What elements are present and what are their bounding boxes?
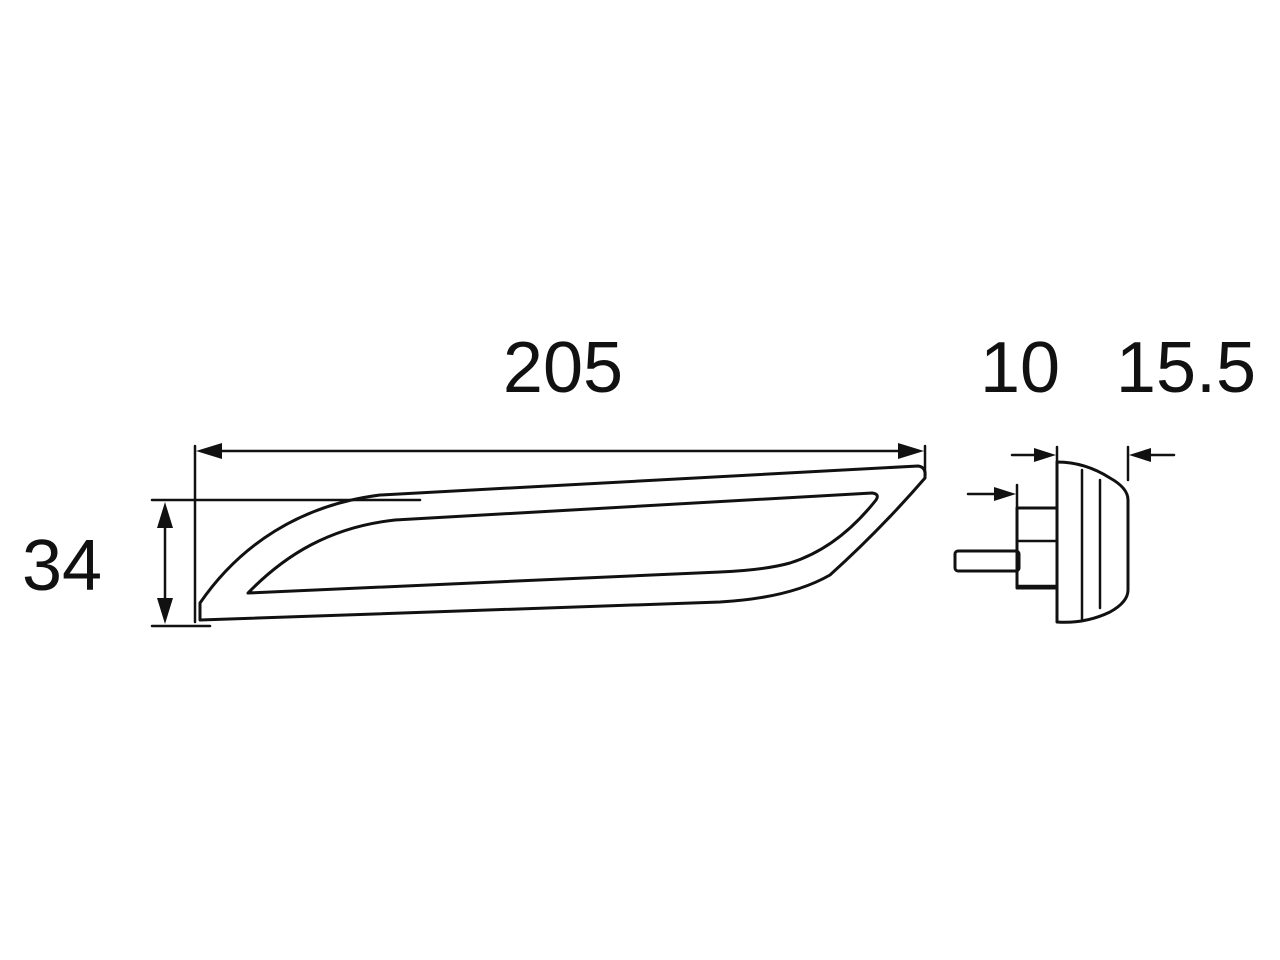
arrow-right-icon: [1034, 448, 1056, 462]
arrow-down-icon: [157, 598, 173, 624]
arrow-right-icon: [898, 443, 924, 459]
mounting-stud: [953, 549, 1021, 573]
arrow-right-icon: [994, 487, 1016, 501]
length-dimension-label: 205: [503, 328, 623, 408]
total-depth-dimension-label: 15.5: [1116, 328, 1256, 408]
arrow-left-icon: [196, 443, 222, 459]
height-dimension-label: 34: [22, 526, 102, 606]
arrow-left-icon: [1129, 448, 1151, 462]
lamp-lens-outline: [246, 491, 879, 595]
lamp-housing-profile: [1055, 460, 1130, 624]
lamp-outer-outline: [198, 464, 927, 622]
arrow-up-icon: [157, 502, 173, 528]
height-dimension-line: [150, 498, 422, 628]
lamp-side-view: [953, 460, 1130, 624]
mounting-base: [1015, 506, 1059, 590]
depth-dimension-lines: [966, 445, 1176, 542]
length-dimension-line: [193, 443, 927, 624]
base-depth-dimension-label: 10: [980, 328, 1060, 408]
